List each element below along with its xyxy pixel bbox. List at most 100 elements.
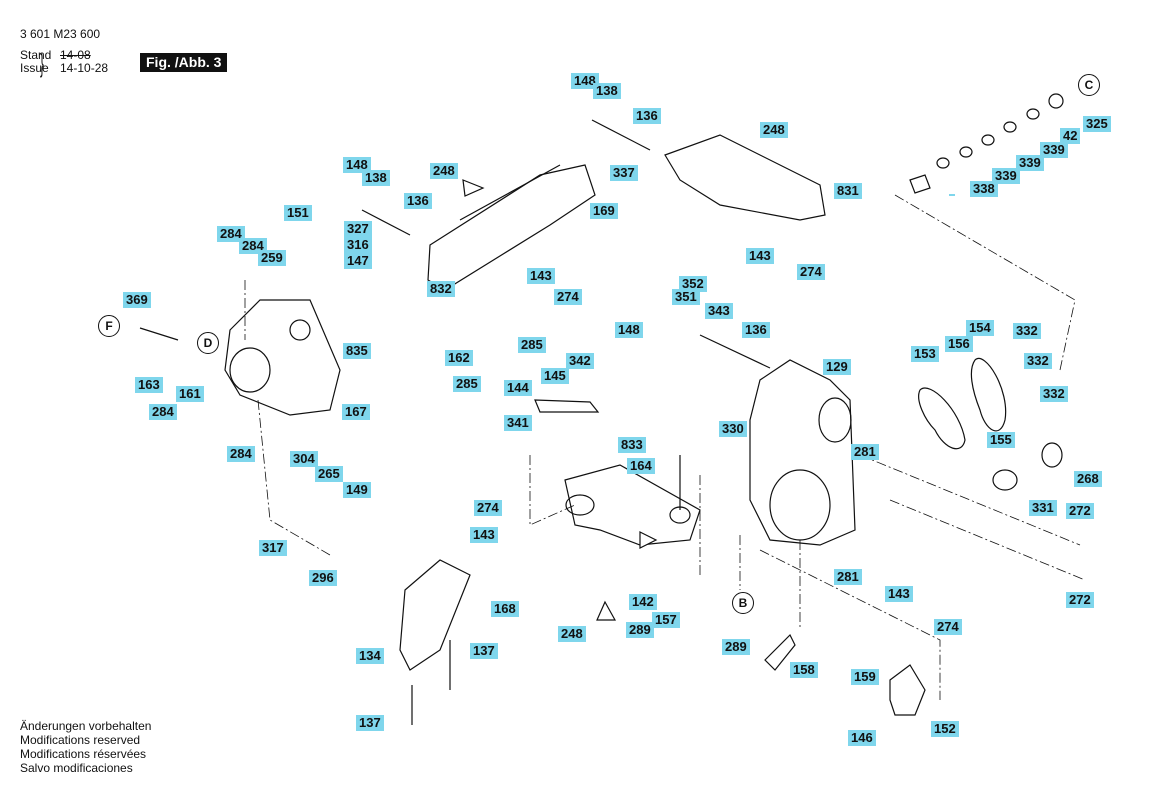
upper-arm-832	[427, 164, 596, 291]
part-label: 143	[746, 248, 774, 264]
part-label: 284	[227, 446, 255, 462]
part-label: 331	[1029, 500, 1057, 516]
plate-154	[970, 357, 1007, 432]
part-label: 327	[344, 221, 372, 237]
nut-268	[1041, 442, 1063, 468]
issue-label: Issue	[20, 61, 49, 75]
part-label: 272	[1066, 592, 1094, 608]
part-label: 143	[885, 586, 913, 602]
note-es: Salvo modificaciones	[20, 761, 133, 775]
callout-c: C	[1078, 74, 1100, 96]
part-label: 151	[284, 205, 312, 221]
part-label: 169	[590, 203, 618, 219]
part-label: 148	[571, 73, 599, 89]
housing-129	[749, 359, 856, 546]
part-label: 317	[259, 540, 287, 556]
part-label: 162	[445, 350, 473, 366]
part-label: 148	[615, 322, 643, 338]
bolt-369	[139, 327, 179, 341]
part-label: 265	[315, 466, 343, 482]
plate-153	[918, 387, 966, 450]
part-label: 143	[527, 268, 555, 284]
part-label: 156	[945, 336, 973, 352]
part-label: 285	[453, 376, 481, 392]
part-label: 154	[966, 320, 994, 336]
upper-arm-831	[664, 134, 826, 221]
part-label: 145	[541, 368, 569, 384]
part-label: 152	[931, 721, 959, 737]
part-label: 274	[474, 500, 502, 516]
part-label: 138	[362, 170, 390, 186]
part-label: 142	[629, 594, 657, 610]
part-label: 272	[1066, 503, 1094, 519]
part-label: 352	[679, 276, 707, 292]
part-label: 342	[566, 353, 594, 369]
bolt-136-mid	[699, 334, 771, 369]
note-en: Modifications reserved	[20, 733, 141, 747]
note-de: Änderungen vorbehalten	[20, 719, 152, 733]
bolt-136-left	[361, 209, 411, 236]
part-label: 337	[610, 165, 638, 181]
part-label: 289	[722, 639, 750, 655]
part-label: 296	[309, 570, 337, 586]
part-label: 167	[342, 404, 370, 420]
part-label: 316	[344, 237, 372, 253]
clamp-152	[889, 664, 926, 716]
note-fr: Modifications réservées	[20, 747, 147, 761]
part-label: 369	[123, 292, 151, 308]
part-label: 147	[344, 253, 372, 269]
part-label: 164	[627, 458, 655, 474]
part-label: 136	[742, 322, 770, 338]
part-label: 831	[834, 183, 862, 199]
part-label: 304	[290, 451, 318, 467]
lever-144	[534, 399, 600, 413]
part-label: 134	[356, 648, 384, 664]
part-label: 138	[593, 83, 621, 99]
part-label: 157	[652, 612, 680, 628]
part-label: 332	[1024, 353, 1052, 369]
modification-notes: Änderungen vorbehalten Modifications res…	[20, 719, 151, 775]
part-label: 351	[672, 289, 700, 305]
part-label: 332	[1013, 323, 1041, 339]
part-158	[764, 633, 796, 671]
part-label: 833	[618, 437, 646, 453]
part-label: 163	[135, 377, 163, 393]
part-label: 144	[504, 380, 532, 396]
knob-331	[992, 469, 1018, 491]
part-label: 835	[343, 343, 371, 359]
stand-issue-labels: Stand Issue	[20, 49, 51, 75]
part-label: 281	[834, 569, 862, 585]
brace-symbol: }	[40, 48, 44, 78]
part-label: 259	[258, 250, 286, 266]
part-label: 281	[851, 444, 879, 460]
part-label: 159	[851, 669, 879, 685]
stand-issue-values: 14-08 14-10-28	[60, 49, 108, 75]
part-label: 339	[992, 168, 1020, 184]
part-label: 149	[343, 482, 371, 498]
part-label: 284	[217, 226, 245, 242]
issue-date: 14-10-28	[60, 61, 109, 75]
part-label: 158	[790, 662, 818, 678]
part-label: 332	[1040, 386, 1068, 402]
callout-d: D	[197, 332, 219, 354]
housing-835	[224, 299, 341, 416]
part-label: 289	[626, 622, 654, 638]
part-label: 338	[970, 181, 998, 197]
part-label: 832	[427, 281, 455, 297]
part-label: 143	[470, 527, 498, 543]
part-label	[949, 194, 955, 196]
part-label: 285	[518, 337, 546, 353]
part-label: 148	[343, 157, 371, 173]
part-label: 137	[470, 643, 498, 659]
part-label: 146	[848, 730, 876, 746]
part-label: 341	[504, 415, 532, 431]
part-label: 137	[356, 715, 384, 731]
part-label: 274	[554, 289, 582, 305]
stand-label: Stand	[20, 48, 52, 62]
part-label: 274	[797, 264, 825, 280]
stand-date: 14-08	[60, 48, 91, 62]
part-label: 325	[1083, 116, 1111, 132]
part-label: 330	[719, 421, 747, 437]
figure-title: Fig. /Abb. 3	[140, 53, 228, 72]
